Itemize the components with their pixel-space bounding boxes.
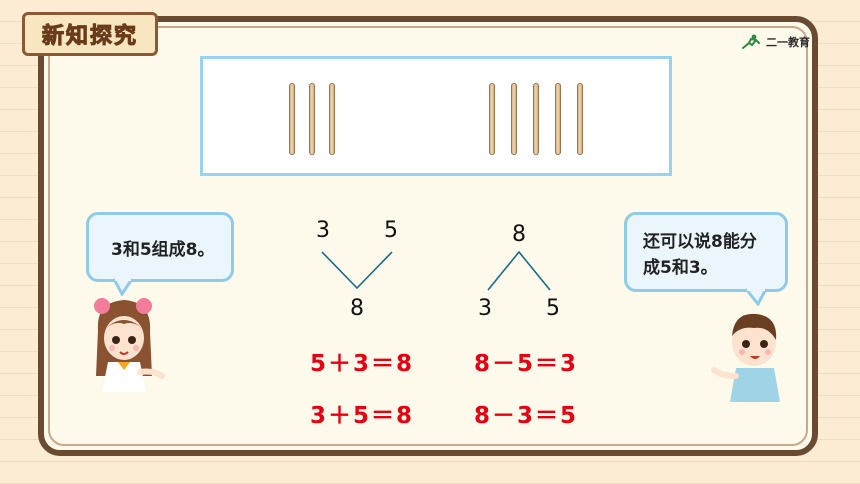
speech-tail-boy [744, 288, 768, 306]
speech-text-girl: 3和5组成8。 [111, 239, 215, 260]
addition-equation-2: 3＋5＝8 [310, 403, 415, 429]
counting-stick [489, 83, 495, 155]
compose-top-right: 5 [384, 218, 398, 243]
counting-stick [309, 83, 315, 155]
runner-icon [742, 34, 760, 49]
decompose-lines [487, 250, 551, 291]
counting-stick [555, 83, 561, 155]
speech-text-boy-line2: 成5和3。 [643, 258, 718, 278]
counting-stick [329, 83, 335, 155]
speech-bubble-boy: 还可以说8能分 成5和3。 [624, 212, 788, 292]
decompose-bottom-left: 3 [478, 296, 492, 321]
counting-stick [511, 83, 517, 155]
girl-character [94, 298, 165, 392]
compose-lines [321, 251, 393, 290]
page-title: 新知探究 [41, 24, 138, 50]
addition-equation-1: 5＋3＝8 [310, 351, 415, 377]
compose-bottom: 8 [350, 296, 364, 321]
boy-character [711, 313, 780, 402]
logo-text: 二一教育 [766, 36, 810, 49]
section-title-tag: 新知探究 [22, 12, 158, 56]
counting-stick [289, 83, 295, 155]
counting-stick [533, 83, 539, 155]
counting-sticks-panel [200, 56, 672, 176]
publisher-logo: 二一教育 [740, 34, 810, 50]
speech-text-boy-line1: 还可以说8能分 [643, 232, 757, 252]
decompose-top: 8 [512, 222, 526, 247]
counting-stick [577, 83, 583, 155]
compose-top-left: 3 [316, 218, 330, 243]
speech-tail-girl [112, 278, 134, 296]
board-inner-border [48, 26, 808, 446]
speech-bubble-girl: 3和5组成8。 [86, 212, 234, 282]
decompose-bottom-right: 5 [546, 296, 560, 321]
subtraction-equation-2: 8－3＝5 [474, 403, 579, 429]
subtraction-equation-1: 8－5＝3 [474, 351, 579, 377]
